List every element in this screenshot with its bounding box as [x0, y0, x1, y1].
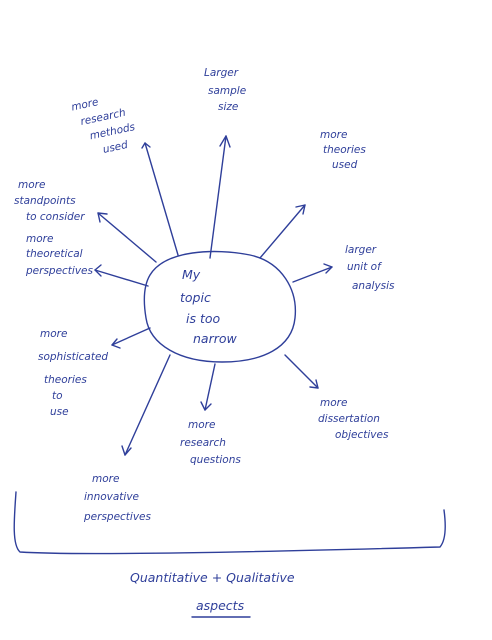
- arrowhead-sample: [219, 135, 231, 148]
- label-theories-line-1: more: [320, 129, 347, 141]
- label-sophisticated-line-5: use: [50, 406, 69, 418]
- arrow-sample: [209, 135, 227, 259]
- label-questions-line-3: questions: [190, 454, 241, 466]
- branch-arrows: [94, 135, 333, 456]
- label-standpoints: more standpoints to consider: [14, 179, 85, 223]
- label-theoretical-line-1: more: [26, 233, 53, 245]
- center-line-2: topic: [180, 290, 211, 305]
- label-methods-line-1: more: [70, 96, 99, 113]
- label-sophisticated-line-4: to: [52, 390, 63, 402]
- label-innovative-line-3: perspectives: [83, 511, 152, 523]
- label-standpoints-line-1: more: [18, 179, 45, 191]
- center-line-4: narrow: [193, 331, 238, 346]
- arrow-sophisticated: [111, 327, 151, 346]
- label-analysis-line-2: unit of: [347, 261, 383, 273]
- label-objectives: more dissertation objectives: [318, 397, 389, 441]
- label-sample-line-3: size: [218, 101, 238, 113]
- arrowhead-objectives: [309, 379, 319, 389]
- center-line-3: is too: [186, 311, 221, 326]
- label-theoretical-line-3: perspectives: [25, 265, 94, 277]
- label-questions-line-2: research: [180, 437, 226, 449]
- arrow-theoretical: [94, 269, 149, 287]
- label-analysis-line-3: analysis: [352, 280, 395, 292]
- label-objectives-line-1: more: [320, 397, 347, 409]
- label-standpoints-line-3: to consider: [26, 211, 85, 223]
- label-questions-line-1: more: [188, 419, 215, 431]
- bottom-bracket: [13, 491, 446, 555]
- arrowhead-analysis: [323, 263, 333, 274]
- arrowhead-theoretical: [94, 264, 102, 277]
- label-analysis-line-1: larger: [345, 244, 377, 256]
- arrowhead-methods: [141, 142, 151, 149]
- label-methods-line-4: used: [102, 139, 130, 156]
- label-innovative-line-1: more: [92, 473, 119, 485]
- arrow-questions: [204, 363, 216, 411]
- bottom-text-line-1: Quantitative + Qualitative: [130, 570, 295, 585]
- label-theories-line-3: used: [332, 159, 358, 171]
- center-text: My topic is too narrow: [180, 267, 238, 346]
- center-circle: [143, 250, 297, 363]
- label-sophisticated-line-3: theories: [44, 374, 87, 386]
- label-sample-line-2: sample: [208, 85, 246, 97]
- label-sophisticated-line-1: more: [40, 328, 67, 340]
- label-analysis: larger unit of analysis: [345, 244, 395, 292]
- bottom-text-line-2: aspects: [196, 598, 245, 613]
- label-objectives-line-2: dissertation: [318, 413, 380, 425]
- arrow-theories: [259, 204, 306, 259]
- arrowhead-questions: [200, 401, 212, 411]
- arrowhead-sophisticated: [111, 338, 121, 349]
- label-methods: more research methods used: [70, 89, 143, 160]
- center-line-1: My: [182, 267, 201, 282]
- arrowhead-standpoints: [97, 212, 108, 223]
- arrowhead-theories: [295, 204, 306, 215]
- label-theoretical: more theoretical perspectives: [25, 233, 94, 277]
- label-questions: more research questions: [180, 419, 241, 466]
- arrow-objectives: [284, 354, 319, 389]
- arrow-methods: [144, 142, 179, 256]
- label-sample-line-1: Larger: [204, 67, 239, 79]
- label-innovative: more innovative perspectives: [83, 473, 152, 523]
- label-sophisticated: more sophisticated theories to use: [38, 328, 111, 418]
- label-sample: Larger sample size: [204, 67, 250, 113]
- label-theoretical-line-2: theoretical: [26, 248, 83, 260]
- label-objectives-line-3: objectives: [335, 429, 389, 441]
- arrow-standpoints: [97, 212, 157, 263]
- label-sophisticated-line-2: sophisticated: [38, 351, 108, 363]
- label-standpoints-line-2: standpoints: [14, 195, 76, 207]
- label-theories: more theories used: [320, 129, 369, 171]
- arrow-innovative: [124, 354, 171, 456]
- arrowhead-innovative: [121, 445, 132, 456]
- arrow-analysis: [292, 266, 333, 283]
- label-innovative-line-2: innovative: [84, 491, 139, 503]
- label-theories-line-2: theories: [323, 144, 366, 156]
